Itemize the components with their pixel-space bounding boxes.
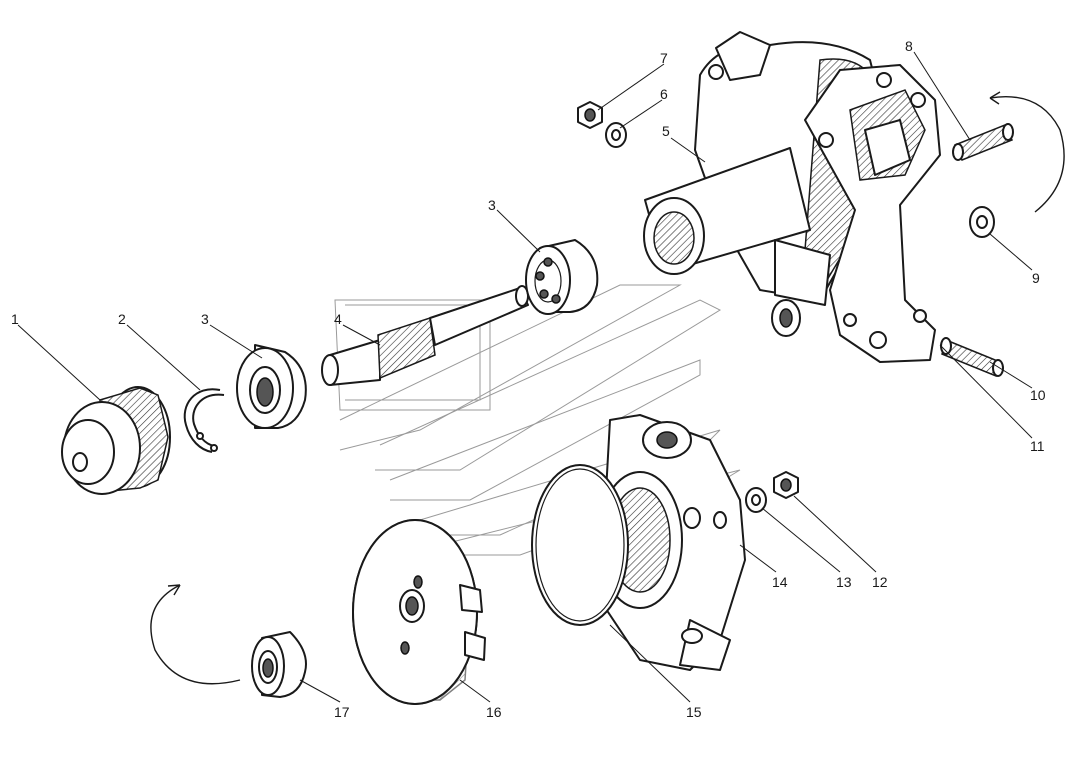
washer-lower (745, 487, 767, 513)
callout-9: 9 (1032, 270, 1040, 286)
callout-7: 7 (660, 50, 668, 66)
callout-10: 10 (1030, 387, 1046, 403)
rotation-arrow-left (150, 584, 241, 685)
callout-11: 11 (1030, 438, 1045, 454)
callout-3-front: 3 (201, 311, 209, 327)
callout-13: 13 (836, 574, 852, 590)
callout-labels: 1 2 3 3 4 5 6 7 8 9 10 11 12 13 14 15 16… (11, 38, 1046, 720)
rotation-arrow-right (989, 91, 1065, 213)
callout-6: 6 (660, 86, 668, 102)
callout-15: 15 (686, 704, 702, 720)
callout-1: 1 (11, 311, 19, 327)
shaft (321, 285, 529, 386)
callout-4: 4 (334, 311, 342, 327)
leader-lines (17, 51, 1033, 703)
pulley (61, 386, 171, 495)
nut-top (577, 101, 603, 129)
callout-8: 8 (905, 38, 913, 54)
circlip (183, 388, 225, 453)
callout-12: 12 (872, 574, 888, 590)
callout-5: 5 (662, 123, 670, 139)
callout-16: 16 (486, 704, 502, 720)
washer-right (969, 206, 995, 238)
nut-lower (773, 471, 799, 499)
callout-17: 17 (334, 704, 350, 720)
pump-housing (643, 31, 941, 363)
gasket-ring (531, 464, 629, 626)
washer-top (605, 122, 627, 148)
bearing-front (236, 344, 307, 429)
seal-bushing (251, 631, 307, 698)
callout-3-rear: 3 (488, 197, 496, 213)
impeller (352, 519, 486, 705)
callout-14: 14 (772, 574, 788, 590)
bearing-rear (525, 239, 599, 315)
stud-top (952, 123, 1014, 161)
stud-bottom (940, 337, 1004, 378)
callout-2: 2 (118, 311, 126, 327)
